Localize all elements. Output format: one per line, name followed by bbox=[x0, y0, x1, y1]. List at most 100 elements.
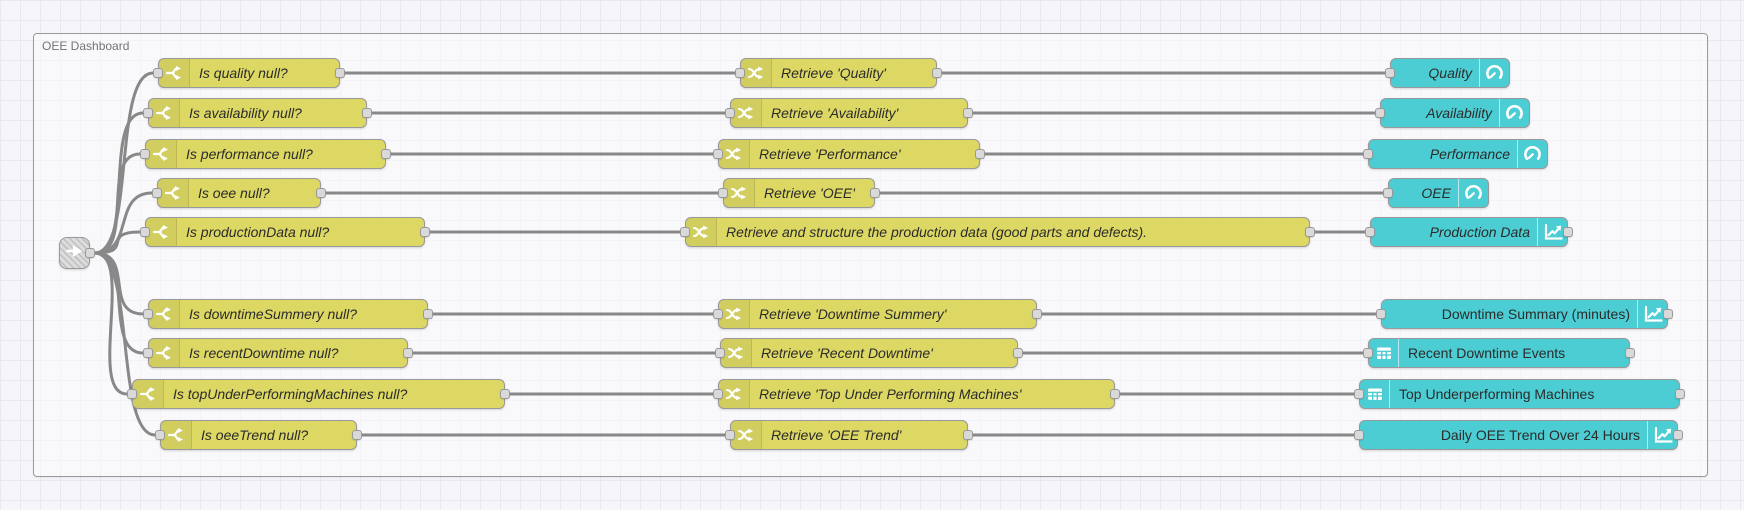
gauge-node-availability[interactable]: Availability bbox=[1375, 98, 1530, 128]
change-node-retrieve-oee[interactable]: Retrieve 'OEE' bbox=[718, 178, 880, 208]
output-port[interactable] bbox=[963, 430, 973, 440]
node-label: Is recentDowntime null? bbox=[189, 345, 339, 361]
output-port[interactable] bbox=[352, 430, 362, 440]
chart-icon bbox=[1647, 421, 1677, 449]
node-label: Retrieve 'Quality' bbox=[781, 65, 886, 81]
node-label: Retrieve 'Downtime Summery' bbox=[759, 306, 947, 322]
table-node-recent-downtime-events[interactable]: Recent Downtime Events bbox=[1363, 338, 1635, 368]
chart-node-production-data[interactable]: Production Data bbox=[1365, 217, 1573, 247]
switch-node-is-downtimesummery-null[interactable]: Is downtimeSummery null? bbox=[143, 299, 433, 329]
output-port[interactable] bbox=[1663, 309, 1673, 319]
output-port[interactable] bbox=[335, 68, 345, 78]
input-port[interactable] bbox=[1363, 348, 1373, 358]
change-node-retrieve-production-data[interactable]: Retrieve and structure the production da… bbox=[680, 217, 1315, 247]
output-port[interactable] bbox=[362, 108, 372, 118]
input-port[interactable] bbox=[1376, 309, 1386, 319]
node-label: Availability bbox=[1426, 105, 1492, 121]
node-label: Performance bbox=[1429, 146, 1510, 162]
node-label: Retrieve 'OEE' bbox=[764, 185, 855, 201]
input-port[interactable] bbox=[725, 430, 735, 440]
input-port[interactable] bbox=[715, 348, 725, 358]
table-node-top-underperforming-machines[interactable]: Top Underperforming Machines bbox=[1354, 379, 1685, 409]
output-port[interactable] bbox=[1625, 348, 1635, 358]
change-node-retrieve-top-under-performing-machines[interactable]: Retrieve 'Top Under Performing Machines' bbox=[713, 379, 1120, 409]
change-node-retrieve-recent-downtime[interactable]: Retrieve 'Recent Downtime' bbox=[715, 338, 1023, 368]
output-port[interactable] bbox=[1673, 430, 1683, 440]
input-port[interactable] bbox=[140, 227, 150, 237]
node-label: Retrieve 'Availability' bbox=[771, 105, 899, 121]
chart-node-daily-oee-trend[interactable]: Daily OEE Trend Over 24 Hours bbox=[1354, 420, 1683, 450]
input-port[interactable] bbox=[152, 188, 162, 198]
output-port[interactable] bbox=[1013, 348, 1023, 358]
node-label: Production Data bbox=[1429, 224, 1530, 240]
gauge-node-performance[interactable]: Performance bbox=[1363, 139, 1548, 169]
input-port[interactable] bbox=[680, 227, 690, 237]
input-port[interactable] bbox=[155, 430, 165, 440]
switch-node-is-topunderperformingmachines-null[interactable]: Is topUnderPerformingMachines null? bbox=[127, 379, 510, 409]
switch-node-is-availability-null[interactable]: Is availability null? bbox=[143, 98, 372, 128]
output-port[interactable] bbox=[1032, 309, 1042, 319]
output-port[interactable] bbox=[85, 248, 95, 258]
output-port[interactable] bbox=[423, 309, 433, 319]
switch-node-is-quality-null[interactable]: Is quality null? bbox=[153, 58, 345, 88]
change-node-retrieve-oee-trend[interactable]: Retrieve 'OEE Trend' bbox=[725, 420, 973, 450]
input-port[interactable] bbox=[143, 309, 153, 319]
gauge-icon bbox=[1458, 179, 1488, 207]
link-in-node[interactable] bbox=[59, 237, 95, 269]
output-port[interactable] bbox=[975, 149, 985, 159]
input-port[interactable] bbox=[718, 188, 728, 198]
gauge-node-oee[interactable]: OEE bbox=[1383, 178, 1489, 208]
wire[interactable] bbox=[93, 230, 142, 255]
output-port[interactable] bbox=[932, 68, 942, 78]
input-port[interactable] bbox=[1385, 68, 1395, 78]
input-port[interactable] bbox=[127, 389, 137, 399]
output-port[interactable] bbox=[870, 188, 880, 198]
wire[interactable] bbox=[93, 191, 154, 255]
input-port[interactable] bbox=[713, 149, 723, 159]
output-port[interactable] bbox=[1305, 227, 1315, 237]
output-port[interactable] bbox=[1110, 389, 1120, 399]
input-port[interactable] bbox=[143, 348, 153, 358]
output-port[interactable] bbox=[500, 389, 510, 399]
chart-node-downtime-summary[interactable]: Downtime Summary (minutes) bbox=[1376, 299, 1673, 329]
change-node-retrieve-downtime-summery[interactable]: Retrieve 'Downtime Summery' bbox=[713, 299, 1042, 329]
wire[interactable] bbox=[93, 152, 142, 255]
node-label: Is quality null? bbox=[199, 65, 288, 81]
input-port[interactable] bbox=[153, 68, 163, 78]
input-port[interactable] bbox=[735, 68, 745, 78]
output-port[interactable] bbox=[420, 227, 430, 237]
input-port[interactable] bbox=[140, 149, 150, 159]
input-port[interactable] bbox=[1354, 430, 1364, 440]
output-port[interactable] bbox=[1563, 227, 1573, 237]
chart-icon bbox=[1637, 300, 1667, 328]
change-node-retrieve-performance[interactable]: Retrieve 'Performance' bbox=[713, 139, 985, 169]
change-node-retrieve-quality[interactable]: Retrieve 'Quality' bbox=[735, 58, 942, 88]
output-port[interactable] bbox=[316, 188, 326, 198]
switch-node-is-performance-null[interactable]: Is performance null? bbox=[140, 139, 391, 169]
output-port[interactable] bbox=[403, 348, 413, 358]
output-port[interactable] bbox=[963, 108, 973, 118]
change-icon bbox=[721, 339, 752, 367]
node-label: Recent Downtime Events bbox=[1408, 345, 1566, 361]
gauge-node-quality[interactable]: Quality bbox=[1385, 58, 1510, 88]
switch-node-is-productiondata-null[interactable]: Is productionData null? bbox=[140, 217, 430, 247]
input-port[interactable] bbox=[713, 309, 723, 319]
switch-node-is-oee-null[interactable]: Is oee null? bbox=[152, 178, 326, 208]
change-node-retrieve-availability[interactable]: Retrieve 'Availability' bbox=[725, 98, 973, 128]
switch-node-is-oeetrend-null[interactable]: Is oeeTrend null? bbox=[155, 420, 362, 450]
input-port[interactable] bbox=[1375, 108, 1385, 118]
input-port[interactable] bbox=[1365, 227, 1375, 237]
output-port[interactable] bbox=[1675, 389, 1685, 399]
output-port[interactable] bbox=[381, 149, 391, 159]
input-port[interactable] bbox=[1383, 188, 1393, 198]
wire[interactable] bbox=[93, 251, 157, 437]
input-port[interactable] bbox=[713, 389, 723, 399]
switch-icon bbox=[149, 300, 180, 328]
input-port[interactable] bbox=[1354, 389, 1364, 399]
switch-node-is-recentdowntime-null[interactable]: Is recentDowntime null? bbox=[143, 338, 413, 368]
input-port[interactable] bbox=[1363, 149, 1373, 159]
input-port[interactable] bbox=[143, 108, 153, 118]
node-label: Retrieve 'OEE Trend' bbox=[771, 427, 902, 443]
input-port[interactable] bbox=[725, 108, 735, 118]
